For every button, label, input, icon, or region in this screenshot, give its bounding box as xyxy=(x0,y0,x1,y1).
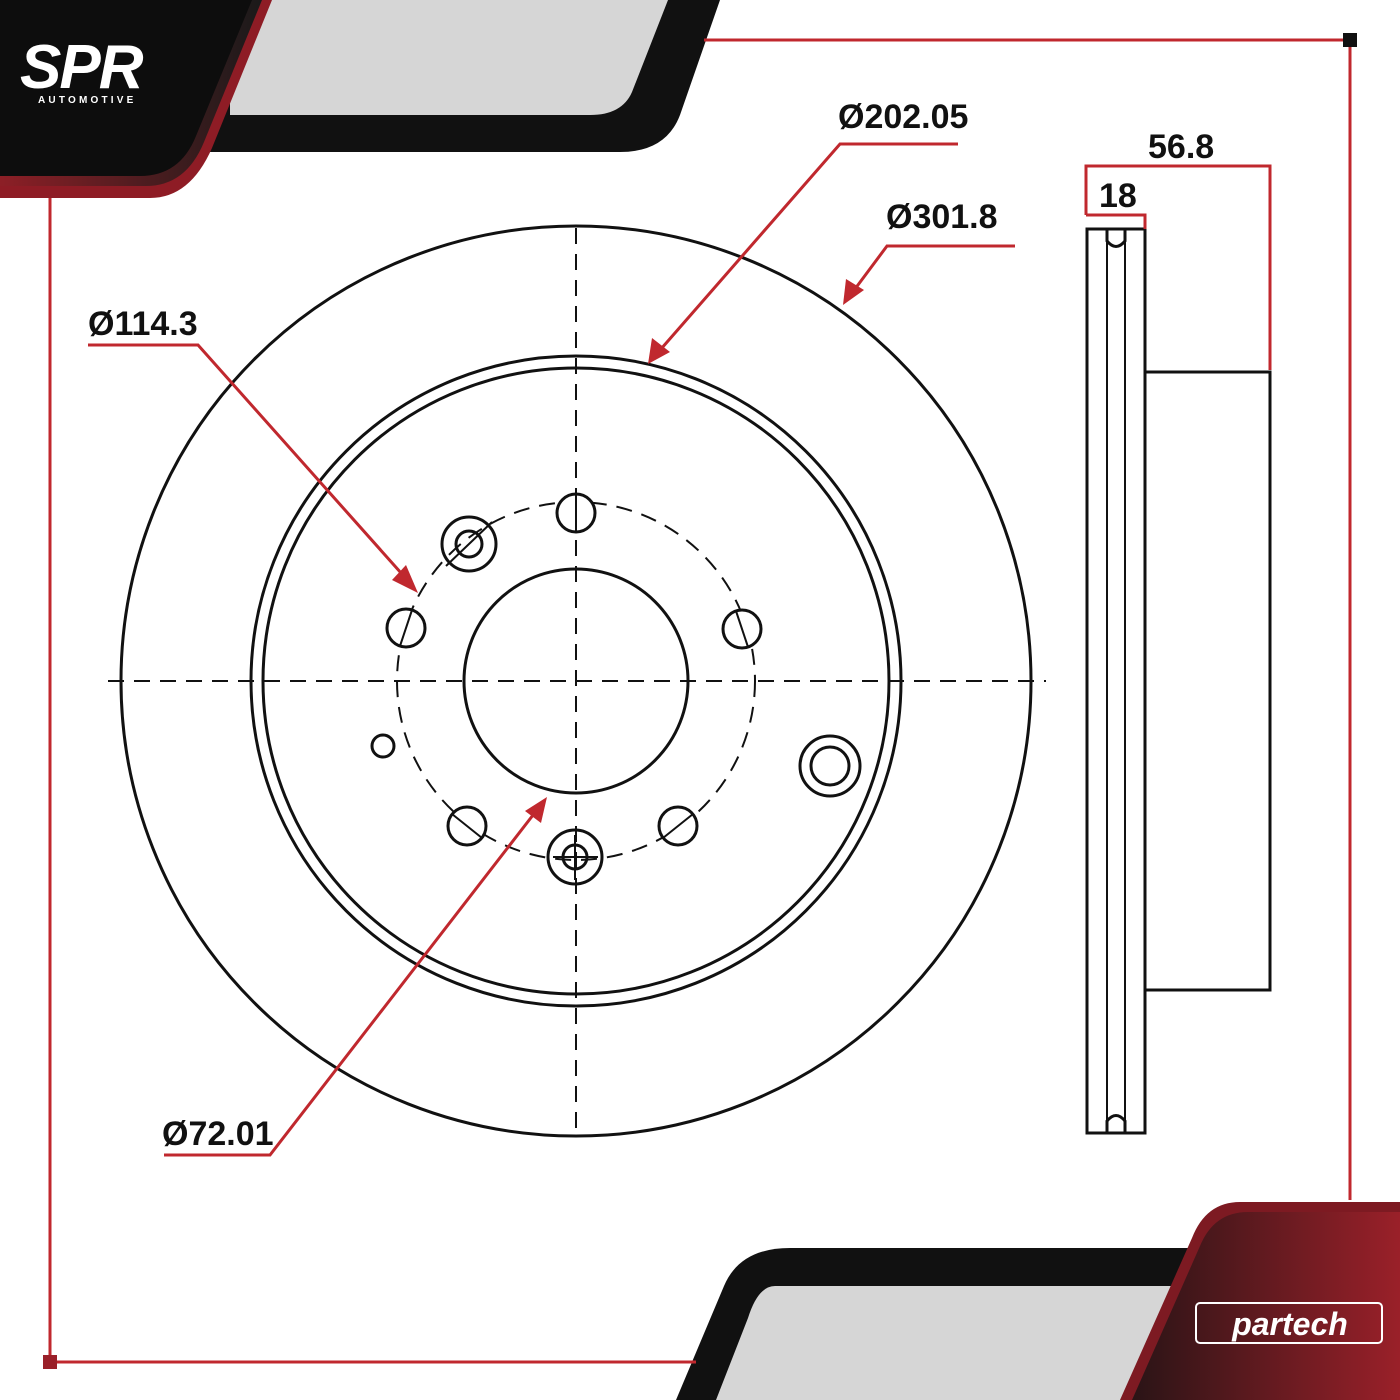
rotor-side-view xyxy=(1085,227,1272,1135)
label-inner-ring-diameter: Ø202.05 xyxy=(838,98,968,136)
frame-corner-square xyxy=(1343,33,1357,47)
frame-corner-square xyxy=(43,1355,57,1369)
vent-gap-top xyxy=(1105,229,1127,248)
vent-gap-bottom xyxy=(1105,1114,1127,1133)
screw-hole-top xyxy=(440,515,498,573)
spr-logo: SPR AUTOMOTIVE xyxy=(20,33,146,106)
lug-hole xyxy=(446,805,488,847)
leader-height xyxy=(1084,164,1272,370)
lug-hole xyxy=(555,492,597,534)
partech-logo-frame xyxy=(1195,1302,1383,1344)
screw-hole-bottom xyxy=(546,828,604,886)
label-outer-diameter: Ø301.8 xyxy=(886,198,998,236)
spr-logo-subtext: AUTOMOTIVE xyxy=(38,95,136,106)
label-bolt-circle-diameter: Ø114.3 xyxy=(88,305,198,343)
rotor-side-profile xyxy=(1085,227,1147,1135)
partech-logo: partech xyxy=(1195,1302,1383,1344)
leader-inner-ring xyxy=(652,142,958,358)
leader-outer xyxy=(847,244,1015,298)
lug-hole xyxy=(657,805,699,847)
lug-hole xyxy=(385,607,427,649)
leader-center-bore xyxy=(164,805,542,1157)
label-total-height: 56.8 xyxy=(1148,128,1214,166)
dimension-arrowheads xyxy=(392,279,864,823)
label-center-bore-diameter: Ø72.01 xyxy=(162,1115,274,1153)
hat-side-profile xyxy=(1143,370,1272,992)
red-frame xyxy=(48,38,1352,1364)
bottom-banner xyxy=(676,1202,1400,1400)
top-banner xyxy=(0,0,720,198)
leader-bolt-circle xyxy=(88,343,412,584)
lug-holes xyxy=(385,492,763,847)
partech-logo-text: partech xyxy=(1231,1306,1348,1342)
leader-thickness xyxy=(1086,213,1147,229)
dimension-leaders xyxy=(88,142,1272,1157)
small-pin-hole xyxy=(370,733,396,759)
spr-logo-text: SPR xyxy=(20,33,144,102)
label-thickness: 18 xyxy=(1099,177,1137,215)
lug-hole xyxy=(721,608,763,650)
locating-hole xyxy=(798,734,862,798)
